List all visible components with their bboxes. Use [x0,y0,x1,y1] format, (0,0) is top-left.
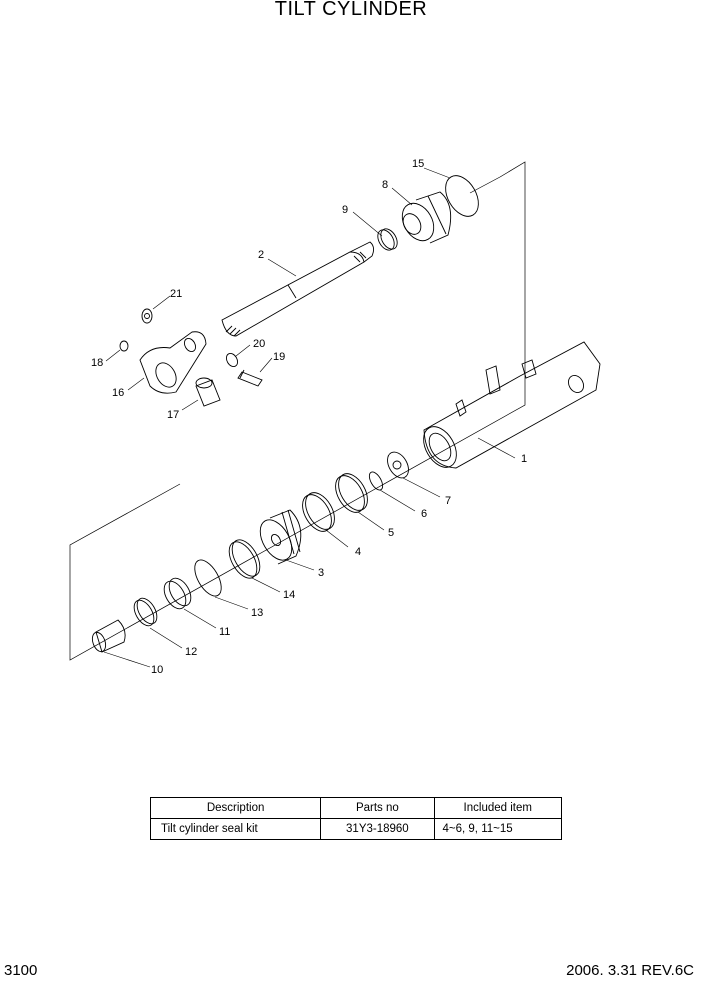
callout-9: 9 [342,204,348,216]
revision-info: 2006. 3.31 REV.6C [566,962,694,979]
callout-5: 5 [388,527,394,539]
callout-6: 6 [421,508,427,520]
grease-nipple-18 [119,340,129,352]
callout-12: 12 [185,646,197,658]
leader-lines [103,167,516,668]
callout-21: 21 [170,288,182,300]
callout-7: 7 [445,495,451,507]
callout-16: 16 [112,387,124,399]
callout-17: 17 [167,409,179,421]
ring-9 [377,228,398,251]
gland-8 [401,191,452,244]
page-title: TILT CYLINDER [274,0,428,20]
column-header-included-item: Included item [433,797,563,819]
callout-11: 11 [219,626,230,638]
callout-14: 14 [283,589,295,601]
wear-ring-11 [163,577,192,610]
nut-7 [387,451,409,479]
callout-18: 18 [91,357,103,369]
table-header-row: Description Parts no Included item [149,797,563,819]
table-row: Tilt cylinder seal kit 31Y3-18960 4~6, 9… [149,818,563,840]
piston-rod-2 [221,241,375,337]
callout-2: 2 [258,249,264,261]
callout-13: 13 [251,607,263,619]
column-header-parts-no: Parts no [320,797,435,819]
column-header-description: Description [149,797,322,819]
callout-4: 4 [355,546,361,558]
bolt-19 [237,369,263,387]
o-ring-6 [368,471,384,491]
cylinder-tube-1 [423,341,601,469]
washer-20 [225,352,239,368]
seal-kit-table: Description Parts no Included item Tilt … [149,797,563,840]
o-ring-15 [445,175,479,217]
ring-4 [302,492,335,532]
cell-parts-no: 31Y3-18960 [320,818,435,840]
ring-14 [228,539,261,579]
callout-10: 10 [151,664,163,676]
callout-19: 19 [273,351,285,363]
grease-nipple-21 [141,308,153,324]
piston-3 [259,509,302,565]
o-ring-13 [194,559,222,597]
callout-3: 3 [318,567,324,579]
bushing-17 [195,377,221,407]
bushing-10 [91,619,126,653]
callout-15: 15 [412,158,424,170]
callout-8: 8 [382,179,388,191]
page-number: 3100 [4,962,38,979]
assembly-boundary [69,161,526,661]
ring-5 [335,473,368,513]
rod-eye-16 [139,331,207,394]
callout-20: 20 [253,338,265,350]
callout-1: 1 [521,453,527,465]
cell-description: Tilt cylinder seal kit [149,818,322,840]
ring-12 [133,597,158,627]
cell-included-item: 4~6, 9, 11~15 [433,818,563,840]
